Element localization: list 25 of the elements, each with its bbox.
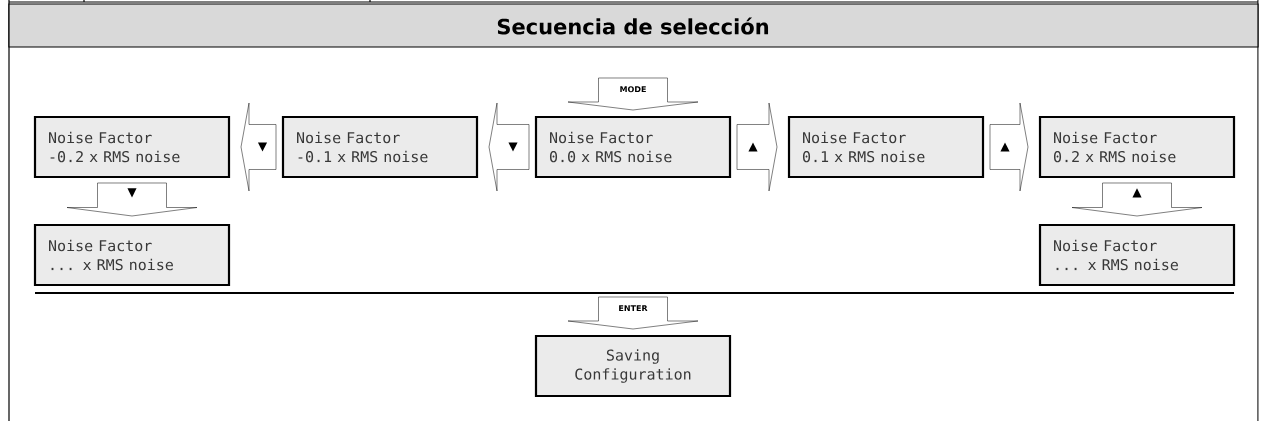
block-arrow xyxy=(488,102,530,192)
key-symbol: ▲ xyxy=(747,141,759,153)
block-arrow xyxy=(989,102,1029,192)
key-symbol: ▼ xyxy=(256,141,269,153)
lcd-display: Noise Factor 0.0 x RMS noise xyxy=(534,115,732,179)
block-arrow xyxy=(736,102,778,192)
block-arrow xyxy=(567,296,699,330)
lcd-display: Noise Factor -0.2 x RMS noise xyxy=(33,115,231,179)
lcd-display: Noise Factor ... x RMS noise xyxy=(33,223,231,287)
lcd-display: Saving Configuration xyxy=(534,334,732,398)
key-label: MODE xyxy=(618,85,648,94)
lcd-display: Noise Factor 0.1 x RMS noise xyxy=(787,115,985,179)
key-symbol: ▼ xyxy=(507,141,519,153)
key-symbol: ▼ xyxy=(126,187,138,199)
block-arrow xyxy=(240,102,277,192)
block-arrow xyxy=(1071,182,1203,217)
lcd-display: Noise Factor -0.1 x RMS noise xyxy=(281,115,479,179)
key-label: ENTER xyxy=(617,304,649,313)
key-symbol: ▲ xyxy=(1131,187,1143,199)
key-symbol: ▲ xyxy=(999,141,1011,153)
title-band: Secuencia de selección xyxy=(8,3,1259,48)
lcd-display: Noise Factor ... x RMS noise xyxy=(1038,223,1236,287)
lcd-display: Noise Factor 0.2 x RMS noise xyxy=(1038,115,1236,179)
block-arrow xyxy=(567,77,699,111)
block-arrow xyxy=(66,182,198,217)
